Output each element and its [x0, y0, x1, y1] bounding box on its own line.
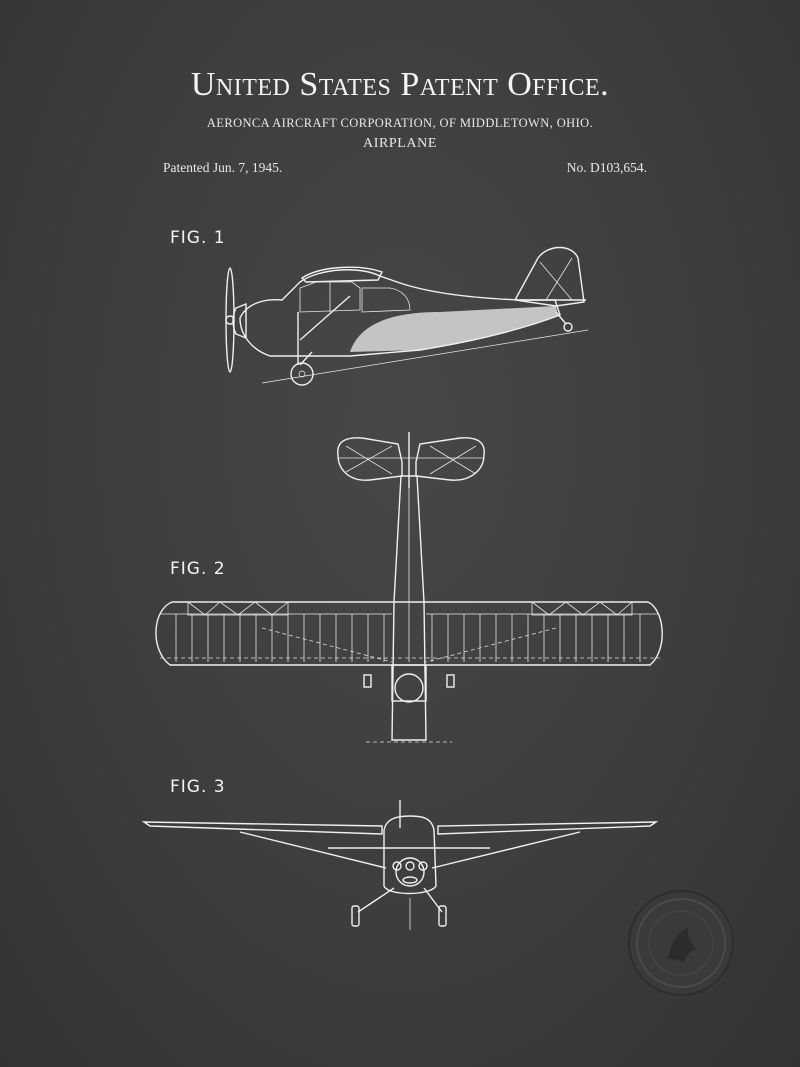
fig-3-label: FIG. 3	[170, 777, 226, 797]
patented-date: Patented Jun. 7, 1945.	[163, 160, 283, 175]
patent-office-title: United States Patent Office.	[190, 66, 610, 103]
patent-number: No. D103,654.	[566, 160, 647, 175]
seal-icon	[628, 890, 734, 996]
fig-1-label: FIG. 1	[170, 228, 226, 248]
fig-2-label: FIG. 2	[170, 559, 226, 579]
subject-line: AIRPLANE	[362, 136, 438, 151]
assignee-line: AERONCA AIRCRAFT CORPORATION, OF MIDDLET…	[206, 116, 594, 130]
